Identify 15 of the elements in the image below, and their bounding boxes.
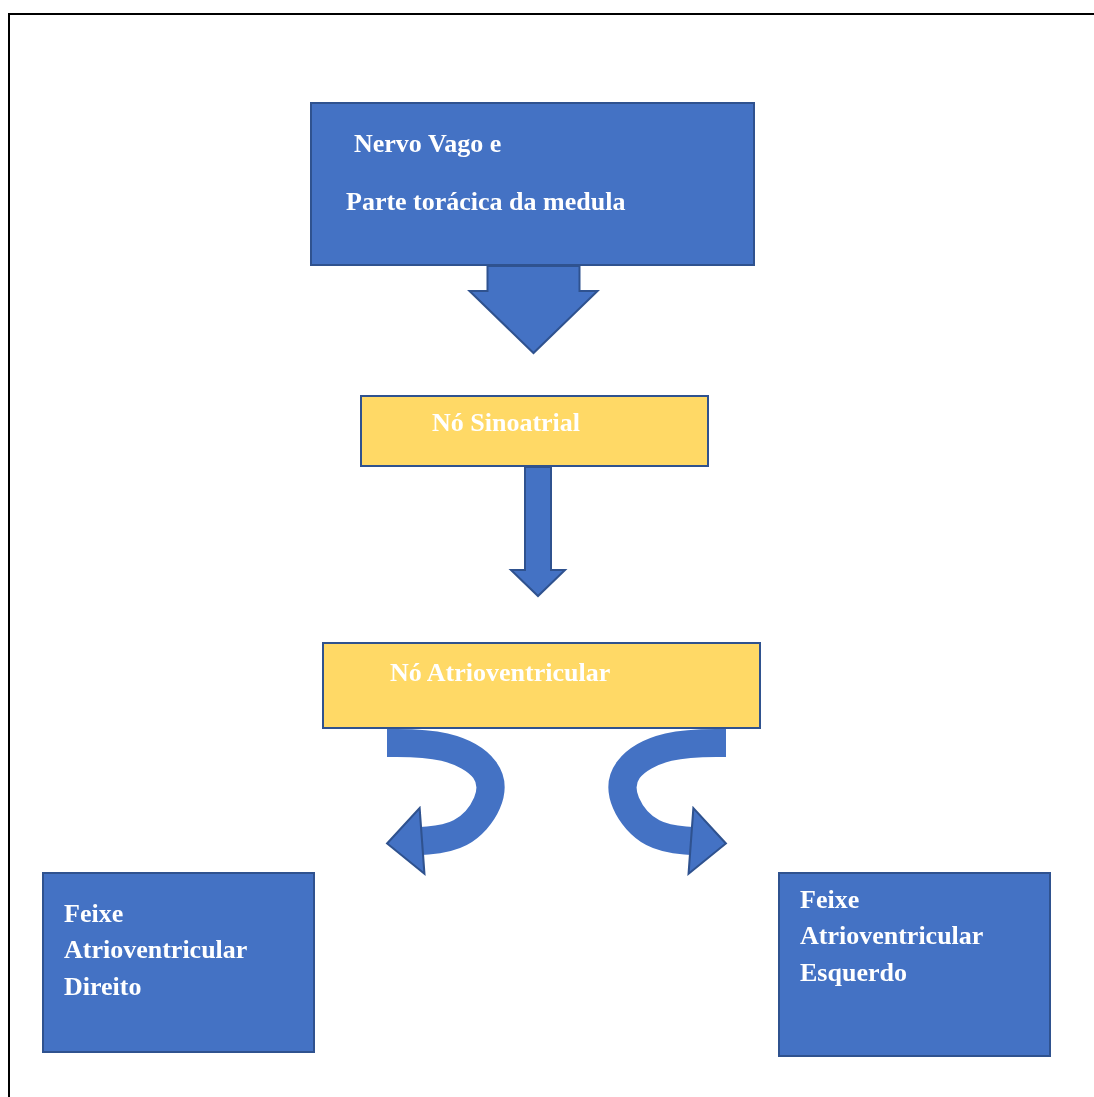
curved-arrow [608, 729, 730, 875]
process-box [310, 102, 755, 266]
process-box [778, 872, 1051, 1057]
node-label: Nervo Vago e [354, 128, 503, 160]
process-box [360, 395, 709, 467]
block-arrow [508, 466, 568, 598]
process-box [42, 872, 315, 1053]
node-label: Feixe Atrioventricular Direito [64, 898, 248, 1003]
node-label: Feixe Atrioventricular Esquerdo [800, 884, 984, 989]
node-label: Nó Sinoatrial [432, 407, 582, 439]
node-label: Nó Atrioventricular [390, 657, 612, 689]
node-label: Parte torácica da medula [346, 186, 627, 218]
curved-arrow [383, 729, 505, 875]
process-box [322, 642, 761, 729]
block-arrow [467, 265, 600, 355]
